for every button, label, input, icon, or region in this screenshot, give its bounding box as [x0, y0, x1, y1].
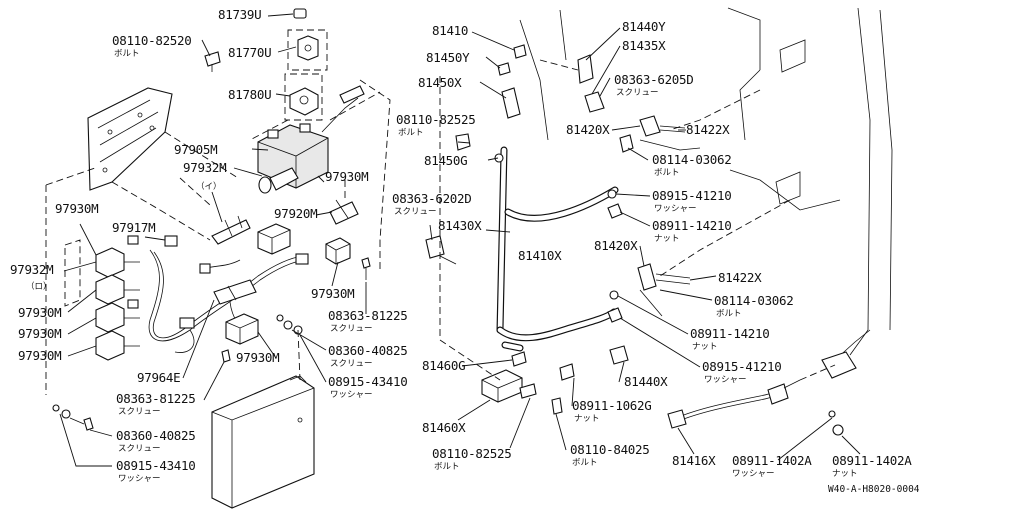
label-08911-1062G: 08911-1062G	[572, 398, 651, 413]
label-97905M: 97905M	[174, 142, 217, 157]
diagram-reference-code: W40-A-H8020-0004	[828, 484, 920, 495]
label-08114-03062-a-sub: ボルト	[654, 168, 680, 178]
label-97964E: 97964E	[137, 370, 180, 385]
label-08915-43410-a: 08915-43410	[328, 374, 407, 389]
label-81450G: 81450G	[424, 153, 467, 168]
label-08110-82525-a: 08110-82525	[396, 112, 475, 127]
label-81450X: 81450X	[418, 75, 462, 90]
right-assembly-drawing	[425, 7, 893, 436]
label-08911-1062G-sub: ナット	[574, 414, 600, 424]
label-08110-82525-b-sub: ボルト	[434, 462, 460, 472]
label-81450Y: 81450Y	[426, 50, 470, 65]
label-08911-14210-b: 08911-14210	[690, 326, 769, 341]
label-08915-41210-b: 08915-41210	[702, 359, 781, 374]
label-08363-81225-b: 08363-81225	[116, 391, 195, 406]
label-08363-6205D: 08363-6205D	[614, 72, 693, 87]
label-08915-43410-b: 08915-43410	[116, 458, 195, 473]
label-97930M-g: 97930M	[236, 350, 279, 365]
label-81780U: 81780U	[228, 87, 271, 102]
label-97932M-a-sub: （イ）	[196, 181, 222, 192]
leader-lines	[59, 13, 861, 467]
label-08363-6205D-sub: スクリュー	[616, 88, 659, 98]
label-08360-40825-a: 08360-40825	[328, 343, 407, 358]
label-97932M-a: 97932M	[183, 160, 226, 175]
label-81410: 81410	[432, 23, 468, 38]
label-81739U: 81739U	[218, 7, 261, 22]
label-08911-1402A-a-sub: ワッシャー	[732, 469, 775, 479]
label-81420X-b: 81420X	[594, 238, 638, 253]
label-08911-1402A-b-sub: ナット	[832, 469, 858, 479]
label-81435X: 81435X	[622, 38, 666, 53]
label-81422X-b: 81422X	[718, 270, 762, 285]
label-08114-03062-b-sub: ボルト	[716, 309, 742, 319]
label-08915-43410-a-sub: ワッシャー	[330, 390, 373, 400]
label-08911-1402A-b: 08911-1402A	[832, 453, 912, 468]
label-81430X: 81430X	[438, 218, 482, 233]
label-08110-84025-sub: ボルト	[572, 458, 598, 468]
label-97920M: 97920M	[274, 206, 317, 221]
label-97930M-a: 97930M	[325, 169, 368, 184]
label-08363-6202D-sub: スクリュー	[394, 207, 437, 217]
label-08911-14210-a: 08911-14210	[652, 218, 731, 233]
label-08363-6202D: 08363-6202D	[392, 191, 471, 206]
label-81410X: 81410X	[518, 248, 562, 263]
label-81770U: 81770U	[228, 45, 271, 60]
label-08363-81225-b-sub: スクリュー	[118, 407, 161, 417]
label-08110-84025: 08110-84025	[570, 442, 649, 457]
label-81440Y: 81440Y	[622, 19, 666, 34]
label-08110-82520: 08110-82520	[112, 33, 191, 48]
label-08363-81225-a: 08363-81225	[328, 308, 407, 323]
label-97930M-f: 97930M	[311, 286, 354, 301]
label-97930M-c: 97930M	[18, 305, 61, 320]
label-08110-82525-a-sub: ボルト	[398, 128, 424, 138]
label-08360-40825-b: 08360-40825	[116, 428, 195, 443]
label-08911-1402A-a: 08911-1402A	[732, 453, 812, 468]
label-81460G: 81460G	[422, 358, 465, 373]
label-97930M-d: 97930M	[18, 326, 61, 341]
label-08915-41210-a: 08915-41210	[652, 188, 731, 203]
label-08360-40825-b-sub: スクリュー	[118, 444, 161, 454]
label-08915-43410-b-sub: ワッシャー	[118, 474, 161, 484]
part-labels: 81739U 08110-82520 ボルト 81770U 81780U 979…	[10, 7, 920, 495]
label-81460X: 81460X	[422, 420, 466, 435]
label-97932M-b: 97932M	[10, 262, 53, 277]
label-08360-40825-a-sub: スクリュー	[330, 359, 373, 369]
label-08110-82525-b: 08110-82525	[432, 446, 511, 461]
label-97932M-b-sub: （ロ）	[26, 281, 52, 292]
label-08911-14210-b-sub: ナット	[692, 342, 718, 352]
label-08915-41210-a-sub: ワッシャー	[654, 204, 697, 214]
label-08114-03062-a: 08114-03062	[652, 152, 731, 167]
label-08915-41210-b-sub: ワッシャー	[704, 375, 747, 385]
label-81440X: 81440X	[624, 374, 668, 389]
label-97917M: 97917M	[112, 220, 155, 235]
label-97930M-e: 97930M	[18, 348, 61, 363]
label-97930M-b: 97930M	[55, 201, 98, 216]
label-08911-14210-a-sub: ナット	[654, 234, 680, 244]
label-08363-81225-a-sub: スクリュー	[330, 324, 373, 334]
label-08110-82520-sub: ボルト	[114, 49, 140, 59]
label-08114-03062-b: 08114-03062	[714, 293, 793, 308]
label-81416X: 81416X	[672, 453, 716, 468]
label-81420X-a: 81420X	[566, 122, 610, 137]
left-assembly-drawing	[45, 8, 391, 509]
label-81422X-a: 81422X	[686, 122, 730, 137]
